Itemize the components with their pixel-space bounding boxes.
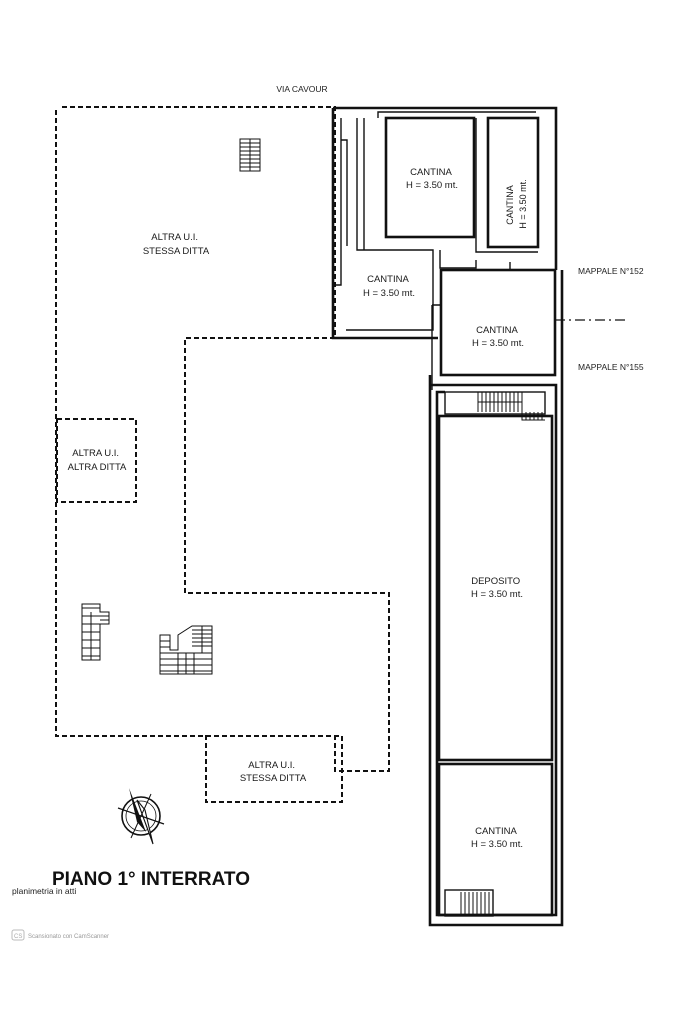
room-label-cantina-mid-right: CANTINA H = 3.50 mt. — [472, 325, 524, 349]
wall-top-corridor — [363, 111, 538, 270]
compass-icon — [117, 788, 165, 845]
wall-cantina-mid-right — [439, 268, 557, 377]
room-label-altra-ui-stessa-ditta-bottom: ALTRA U.I. STESSA DITTA — [240, 760, 307, 784]
wall-deposito — [437, 414, 554, 762]
plan-caption: planimetria in atti — [12, 886, 76, 896]
svg-text:CS: CS — [14, 934, 22, 940]
outline-altra-ui-stessa-ditta-top — [55, 106, 390, 772]
stair-center-icon — [159, 625, 213, 675]
wall-cantina-vertical — [486, 116, 540, 249]
room-label-cantina-top: CANTINA H = 3.50 mt. — [406, 167, 458, 191]
wall-mid-right-inner — [431, 304, 441, 390]
room-label-cantina-bottom: CANTINA H = 3.50 mt. — [471, 826, 523, 850]
wall-cantina-bottom — [437, 762, 554, 917]
room-label-deposito: DEPOSITO H = 3.50 mt. — [471, 576, 523, 600]
stair-bottom-icon — [460, 892, 490, 914]
outline-altra-ui-stessa-ditta-bottom — [205, 735, 343, 803]
plan-title: PIANO 1° INTERRATO — [52, 869, 250, 890]
room-label-cantina-mid-left: CANTINA H = 3.50 mt. — [363, 274, 415, 299]
camscanner-watermark: Scansionato con CamScanner — [28, 934, 109, 940]
wall-cantina-top — [384, 116, 476, 239]
street-label: VIA CAVOUR — [276, 84, 327, 94]
room-label-cantina-vertical: CANTINA H = 3.50 mt. — [505, 179, 528, 228]
stair-left-icon — [81, 603, 110, 661]
parcel-label-152: MAPPALE N°152 — [578, 266, 644, 276]
wall-bottom-stair — [444, 889, 494, 917]
stair-top-left-icon — [239, 138, 261, 172]
camscanner-logo-icon: CS — [11, 929, 25, 941]
room-label-altra-ui-stessa-ditta-top: ALTRA U.I. STESSA DITTA — [143, 232, 210, 257]
room-label-altra-ui-altra-ditta: ALTRA U.I. ALTRA DITTA — [68, 448, 127, 473]
wall-top-cluster — [331, 106, 558, 340]
parcel-label-155: MAPPALE N°155 — [578, 362, 644, 372]
wall-top-inner — [334, 118, 434, 331]
outline-altra-ui-altra-ditta — [56, 418, 137, 503]
wall-stair-landing — [444, 391, 546, 415]
